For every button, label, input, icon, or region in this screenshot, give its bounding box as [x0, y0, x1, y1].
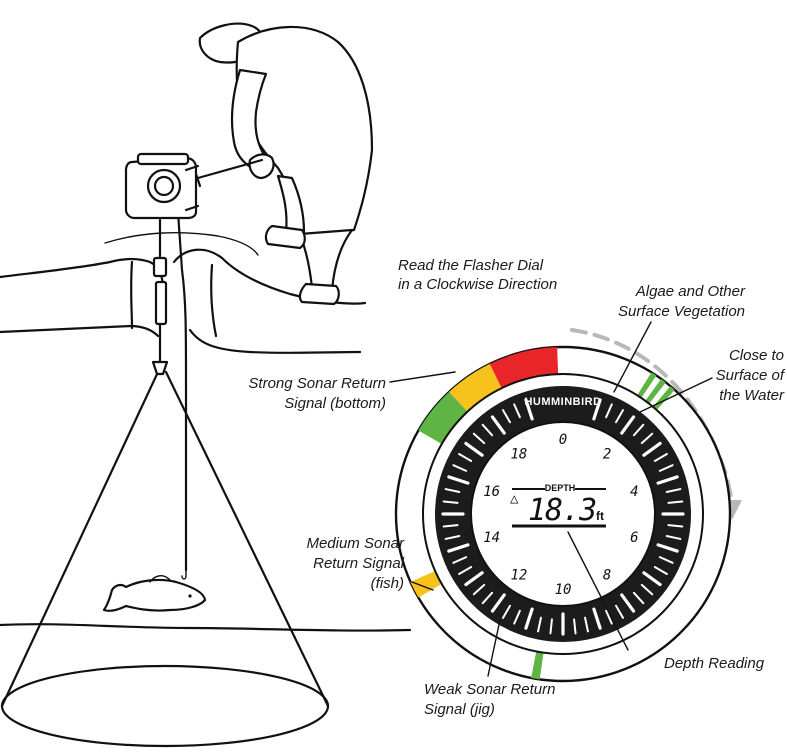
strong-signal-label-line1: Strong Sonar Return — [248, 375, 386, 392]
angler-figure — [196, 24, 372, 304]
dial-number: 6 — [630, 530, 638, 546]
lake-bottom-line — [0, 624, 410, 630]
medium-signal-label-line3: (fish) — [371, 575, 404, 592]
weak-signal-label-line2: Signal (jig) — [424, 701, 495, 718]
read-dial-label-line1: Read the Flasher Dial — [398, 257, 544, 274]
medium-signal-label-line1: Medium Sonar — [306, 535, 405, 552]
depth-value: 18.3 — [528, 493, 596, 528]
sonar-cone — [2, 372, 328, 746]
close-label-line3: the Water — [719, 387, 785, 404]
jig-hook — [182, 568, 186, 579]
dial-number: 16 — [483, 484, 500, 500]
weak-signal-label-line1: Weak Sonar Return — [424, 681, 555, 698]
dial-number: 8 — [603, 568, 611, 584]
fish-icon — [104, 576, 205, 611]
close-label-line2: Surface of — [716, 367, 786, 384]
algae-label-line2: Surface Vegetation — [618, 303, 745, 320]
read-dial-label-line2: in a Clockwise Direction — [398, 276, 557, 293]
dial-number: 18 — [510, 446, 527, 462]
dial-number: 0 — [559, 432, 567, 448]
depth-reading-label: Depth Reading — [664, 655, 765, 672]
brand-logo: HUMMINBIRD — [524, 396, 601, 408]
flasher-unit — [126, 154, 198, 218]
fishing-line — [178, 212, 186, 570]
transducer — [153, 220, 167, 374]
dial-number: 4 — [630, 484, 638, 500]
strong-signal-label-line2: Signal (bottom) — [284, 395, 386, 412]
medium-signal-label-line2: Return Signal — [313, 555, 405, 572]
lcd-depth-label: DEPTH — [545, 483, 576, 493]
algae-label-line1: Algae and Other — [635, 283, 746, 300]
depth-unit: ft — [596, 509, 604, 523]
dial-number: 10 — [555, 582, 572, 598]
dial-number: 14 — [483, 530, 500, 546]
close-label-line1: Close to — [729, 347, 784, 364]
dial-number: 2 — [603, 446, 611, 462]
dial-number: 12 — [510, 568, 527, 584]
alarm-icon: △ — [510, 491, 519, 507]
